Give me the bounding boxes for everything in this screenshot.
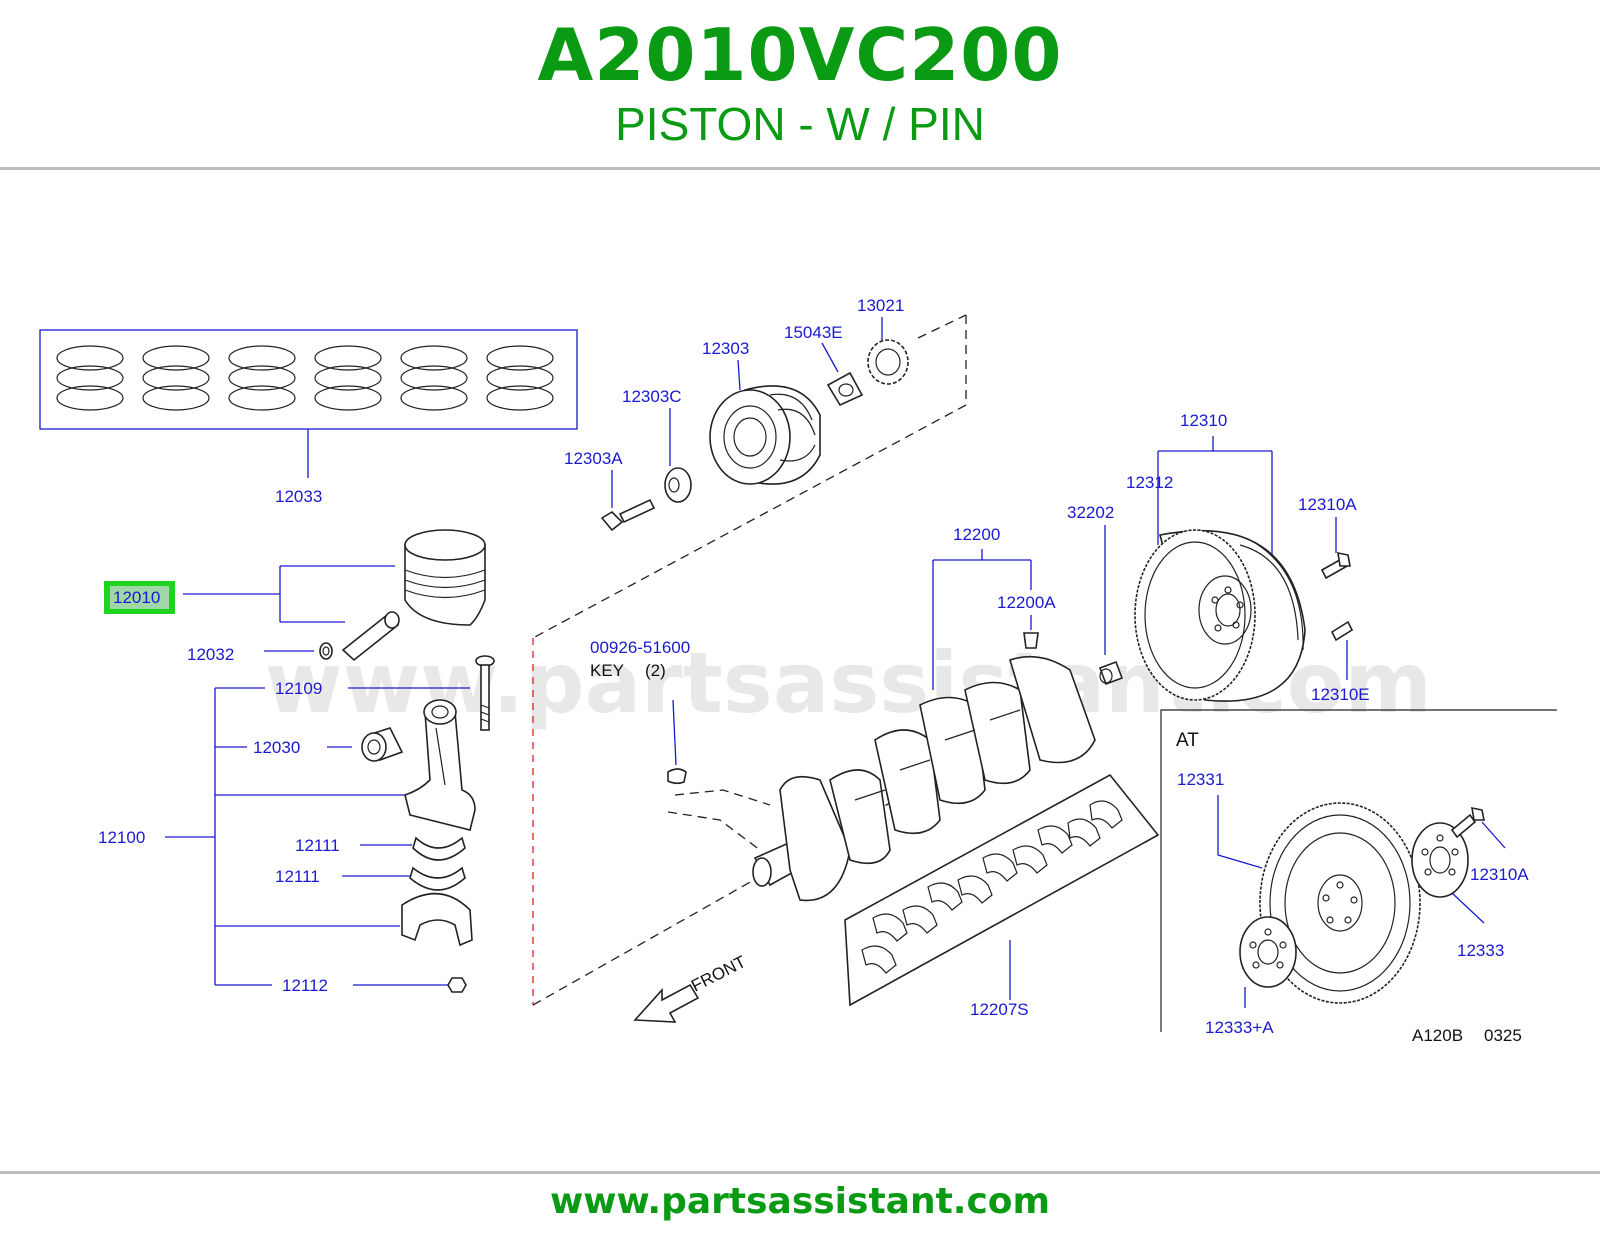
leader-12331 bbox=[1217, 795, 1263, 869]
label-12111-lower[interactable]: 12111 bbox=[275, 867, 320, 886]
rod-bearing-upper-icon bbox=[412, 836, 466, 861]
label-12310E[interactable]: 12310E bbox=[1311, 685, 1370, 704]
bracket-12310 bbox=[1157, 436, 1273, 560]
rod-nut-icon bbox=[447, 977, 467, 993]
label-00926-51600[interactable]: 00926-51600 bbox=[590, 638, 690, 657]
main-bearing-set-icon bbox=[861, 800, 1123, 974]
crank-pulley-icon bbox=[709, 385, 821, 485]
label-13021[interactable]: 13021 bbox=[857, 296, 904, 315]
bracket-12200 bbox=[932, 549, 1032, 690]
leader-key bbox=[672, 699, 677, 766]
snap-ring-icon bbox=[319, 642, 333, 660]
label-12111-upper[interactable]: 12111 bbox=[295, 836, 340, 855]
flywheel-icon bbox=[1134, 529, 1306, 702]
label-front: FRONT bbox=[688, 952, 749, 996]
highlight-12010-inner bbox=[110, 586, 169, 609]
bracket-12100 bbox=[165, 687, 410, 986]
front-arrow-icon bbox=[633, 983, 700, 1023]
pulley-bolt-icon bbox=[600, 498, 656, 532]
pilot-bushing-icon bbox=[1023, 632, 1039, 649]
leader-12303 bbox=[737, 359, 741, 391]
connecting-rod-icon bbox=[404, 699, 476, 831]
woodruff-key-icon bbox=[667, 768, 687, 785]
label-12109[interactable]: 12109 bbox=[275, 679, 322, 698]
part-name-subtitle: PISTON - W / PIN bbox=[615, 98, 985, 150]
leader-12333 bbox=[1451, 892, 1485, 924]
header-divider bbox=[0, 167, 1600, 170]
label-12331[interactable]: 12331 bbox=[1177, 770, 1224, 789]
label-at: AT bbox=[1176, 730, 1199, 751]
at-box-border bbox=[1160, 709, 1557, 1032]
label-12112[interactable]: 12112 bbox=[282, 976, 328, 995]
ref-number: 0325 bbox=[1484, 1026, 1522, 1045]
flywheel-bolt-icon bbox=[1320, 551, 1351, 580]
label-12333-plus-a[interactable]: 12333+A bbox=[1205, 1018, 1274, 1037]
piston-pin-icon bbox=[341, 611, 400, 662]
label-12310[interactable]: 12310 bbox=[1180, 411, 1227, 430]
label-12303C[interactable]: 12303C bbox=[622, 387, 682, 406]
label-12303A[interactable]: 12303A bbox=[564, 449, 623, 468]
ring-set-box bbox=[39, 329, 578, 430]
washer-icon bbox=[664, 467, 692, 503]
assembly-dash-upper bbox=[532, 315, 967, 639]
footer-url[interactable]: www.partsassistant.com bbox=[549, 1181, 1051, 1222]
main-bearing-panel bbox=[844, 773, 1160, 1007]
drive-plate-washer-icon bbox=[1411, 822, 1469, 898]
label-12312[interactable]: 12312 bbox=[1126, 473, 1173, 492]
footer-divider bbox=[0, 1171, 1600, 1174]
label-12100[interactable]: 12100 bbox=[98, 828, 145, 847]
label-key: KEY bbox=[590, 661, 624, 680]
label-12200[interactable]: 12200 bbox=[953, 525, 1000, 544]
label-12200A[interactable]: 12200A bbox=[997, 593, 1056, 612]
pilot-bearing-icon bbox=[1098, 660, 1124, 686]
label-key-qty: (2) bbox=[645, 661, 666, 680]
piston-icon bbox=[404, 529, 486, 626]
label-12310A[interactable]: 12310A bbox=[1298, 495, 1357, 514]
label-12310A-at[interactable]: 12310A bbox=[1470, 865, 1529, 884]
key-dash-lines bbox=[667, 789, 771, 851]
ref-code: A120B bbox=[1412, 1026, 1463, 1045]
label-12032[interactable]: 12032 bbox=[187, 645, 234, 664]
part-code-title: A2010VC200 bbox=[537, 13, 1063, 97]
assembly-dash-top bbox=[917, 314, 967, 339]
leader-12310A-at bbox=[1481, 821, 1506, 849]
label-32202[interactable]: 32202 bbox=[1067, 503, 1114, 522]
crank-sprocket-icon bbox=[867, 339, 909, 385]
leader-15043E bbox=[821, 342, 839, 373]
leader-12010 bbox=[183, 565, 395, 623]
label-12303[interactable]: 12303 bbox=[702, 339, 749, 358]
label-12333[interactable]: 12333 bbox=[1457, 941, 1504, 960]
bushing-icon bbox=[361, 727, 404, 762]
label-12033[interactable]: 12033 bbox=[275, 487, 322, 506]
reinforcement-plate-icon bbox=[1239, 916, 1297, 988]
rod-cap-icon bbox=[401, 892, 473, 947]
drive-plate-bolt-icon bbox=[1450, 806, 1485, 839]
dowel-pin-icon bbox=[1330, 620, 1354, 642]
crankshaft-icon bbox=[752, 655, 1096, 902]
label-12207S[interactable]: 12207S bbox=[970, 1000, 1029, 1019]
drive-plate-icon bbox=[1259, 802, 1421, 1004]
label-15043E[interactable]: 15043E bbox=[784, 323, 843, 342]
label-12010[interactable]: 12010 bbox=[113, 588, 160, 607]
piston-ring-set-icon bbox=[56, 345, 554, 411]
rod-bearing-lower-icon bbox=[409, 866, 466, 891]
label-12030[interactable]: 12030 bbox=[253, 738, 300, 757]
rod-bolt-icon bbox=[475, 655, 495, 731]
sprocket-spacer-icon bbox=[826, 371, 864, 407]
